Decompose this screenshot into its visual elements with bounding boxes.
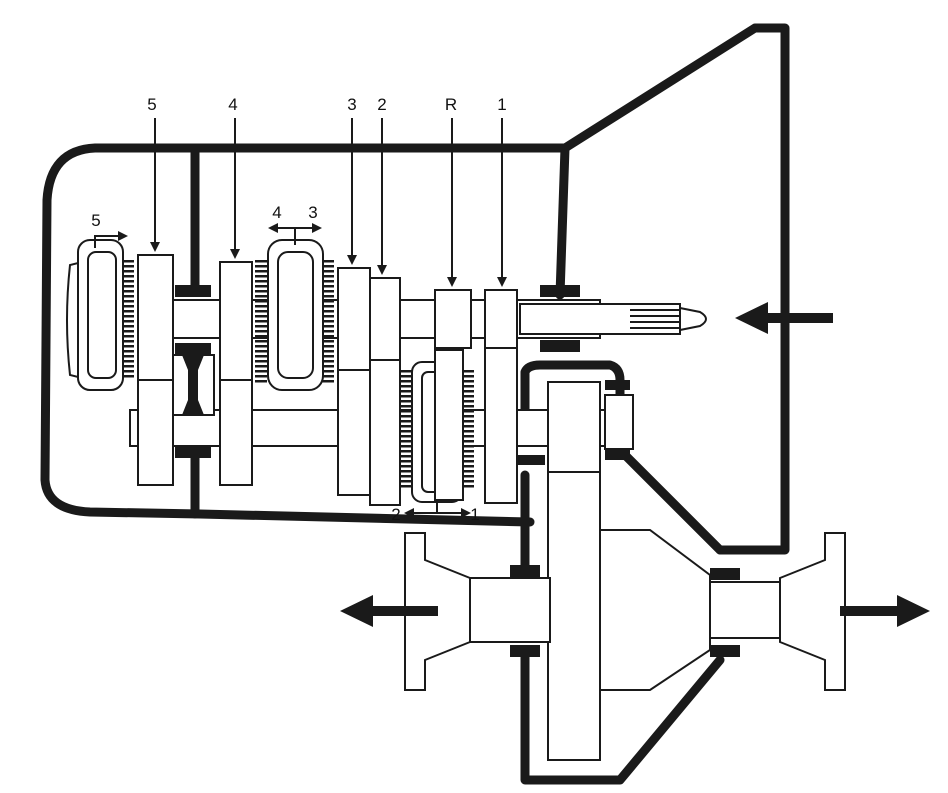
crown-wheel (547, 471, 601, 761)
synchro-5th (66, 239, 134, 391)
label-gear-3: 3 (347, 95, 356, 114)
synchro-2-1-arrow (404, 500, 471, 518)
gear-3rd (337, 267, 371, 496)
left-output-arrow (340, 595, 438, 627)
gear-2nd (369, 277, 401, 506)
synchro-5-arrow (94, 231, 128, 248)
label-gear-1: 1 (497, 95, 506, 114)
input-arrow (735, 302, 833, 334)
label-gear-5: 5 (147, 95, 156, 114)
gear-5th (137, 254, 174, 486)
right-output-arrow (840, 595, 930, 627)
label-gear-r: R (445, 95, 457, 114)
differential (469, 529, 781, 691)
synchro-4-3-arrow (268, 223, 322, 245)
right-flange (779, 532, 846, 691)
final-drive-casing (520, 360, 725, 785)
pinion-gear (547, 381, 601, 473)
label-gear-2: 2 (377, 95, 386, 114)
gear-reverse (434, 289, 472, 501)
label-synchro-3: 3 (308, 203, 317, 222)
label-synchro-4: 4 (272, 203, 281, 222)
gear-label-pointers (150, 118, 507, 287)
gear-4th (219, 261, 253, 486)
gearbox-casing (40, 143, 570, 527)
gear-1st (484, 289, 518, 504)
input-shaft-splines (630, 309, 680, 329)
label-gear-4: 4 (228, 95, 237, 114)
label-synchro-1: 1 (470, 505, 479, 524)
bell-housing (560, 23, 790, 555)
label-synchro-2: 2 (391, 505, 400, 524)
bearings (171, 285, 740, 657)
synchro-3rd-4th (255, 239, 334, 391)
label-synchro-5: 5 (91, 211, 100, 230)
